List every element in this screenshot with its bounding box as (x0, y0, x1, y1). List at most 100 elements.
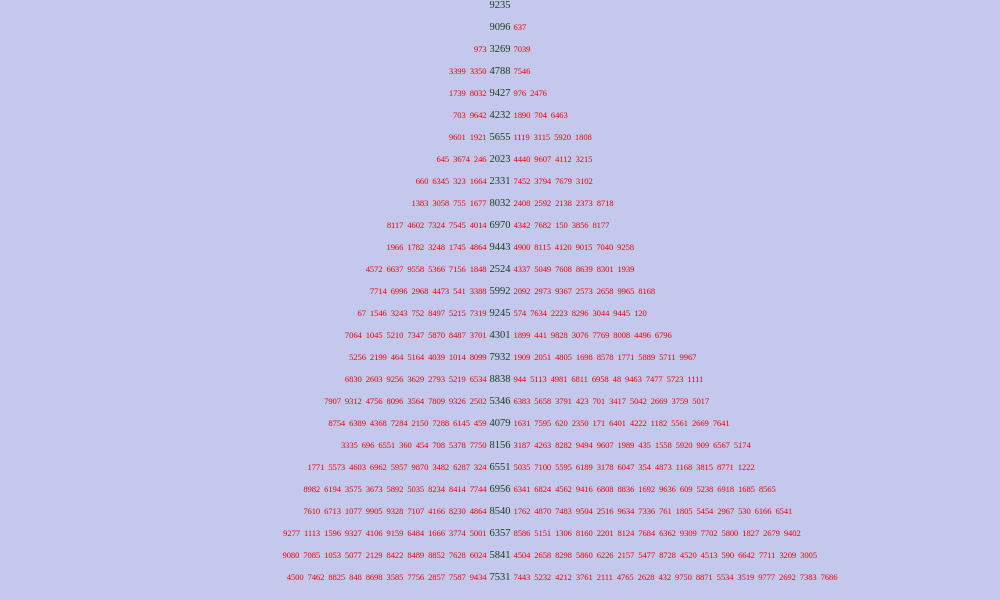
center-number: 2331 (489, 176, 511, 187)
left-number: 7628 (448, 550, 466, 560)
left-number: 324 (473, 462, 487, 472)
right-number: 2628 (637, 572, 655, 582)
center-number: 8156 (489, 440, 511, 451)
left-number: 3350 (469, 66, 487, 76)
left-number: 3482 (432, 462, 450, 472)
right-number: 3178 (596, 462, 614, 472)
right-number: 5920 (675, 440, 693, 450)
left-number: 9905 (365, 506, 383, 516)
left-number: 1677 (469, 198, 487, 208)
right-number: 7595 (534, 418, 552, 428)
left-number: 2603 (365, 374, 383, 384)
right-number: 4870 (534, 506, 552, 516)
right-number: 9463 (625, 374, 642, 384)
left-number: 1383 (411, 198, 429, 208)
right-number: 5723 (666, 374, 684, 384)
center-number: 5992 (489, 286, 511, 297)
left-number: 2793 (428, 374, 445, 384)
right-number: 3417 (609, 396, 626, 406)
right-number: 976 (513, 88, 527, 98)
right-number: 4981 (550, 374, 568, 384)
left-number: 3388 (469, 286, 487, 296)
left-number: 541 (453, 286, 466, 296)
left-number: 4368 (369, 418, 387, 428)
left-number: 9434 (469, 572, 487, 582)
left-number: 4106 (365, 528, 383, 538)
right-number: 2973 (534, 286, 552, 296)
right-number: 150 (555, 220, 568, 230)
right-number: 2092 (513, 286, 531, 296)
left-number: 8414 (448, 484, 466, 494)
right-number: 8282 (555, 440, 572, 450)
right-numbers: 7546 (512, 66, 1000, 76)
right-number: 4520 (679, 550, 697, 560)
right-number: 1698 (575, 352, 593, 362)
left-number: 6345 (432, 176, 450, 186)
left-number: 8099 (469, 352, 487, 362)
left-number: 4473 (432, 286, 450, 296)
right-number: 8718 (596, 198, 614, 208)
right-number: 6463 (550, 110, 568, 120)
right-number: 8871 (695, 572, 713, 582)
center-number: 5655 (489, 132, 511, 143)
left-number: 4039 (428, 352, 445, 362)
right-number: 171 (592, 418, 606, 428)
right-number: 3794 (534, 176, 552, 186)
left-number: 5957 (390, 462, 408, 472)
left-number: 4014 (469, 220, 487, 230)
right-number: 574 (513, 308, 527, 318)
right-number: 3815 (696, 462, 713, 472)
right-number: 7641 (712, 418, 730, 428)
right-number: 7040 (596, 242, 614, 252)
right-number: 909 (696, 440, 710, 450)
left-number: 1966 (386, 242, 404, 252)
left-number: 67 (357, 308, 367, 318)
right-number: 7100 (534, 462, 552, 472)
left-number: 645 (436, 154, 450, 164)
right-number: 5035 (513, 462, 531, 472)
right-number: 6567 (713, 440, 730, 450)
left-number: 5215 (448, 308, 466, 318)
right-number: 2692 (779, 572, 796, 582)
right-number: 4513 (700, 550, 718, 560)
left-number: 6637 (386, 264, 404, 274)
left-number: 9642 (469, 110, 487, 120)
right-number: 9416 (575, 484, 593, 494)
left-number: 3575 (344, 484, 362, 494)
right-number: 5454 (696, 506, 714, 516)
left-number: 360 (399, 440, 412, 450)
right-number: 4873 (654, 462, 672, 472)
left-number: 1921 (469, 132, 487, 142)
right-number: 8728 (659, 550, 676, 560)
left-number: 323 (453, 176, 466, 186)
center-number: 8032 (489, 198, 511, 209)
right-number: 1631 (513, 418, 531, 428)
right-number: 6824 (534, 484, 552, 494)
left-number: 4602 (407, 220, 425, 230)
left-number: 2150 (411, 418, 429, 428)
left-number: 6996 (390, 286, 408, 296)
right-number: 4342 (513, 220, 531, 230)
left-number: 6194 (324, 484, 341, 494)
left-number: 8487 (448, 330, 466, 340)
right-number: 8008 (613, 330, 631, 340)
